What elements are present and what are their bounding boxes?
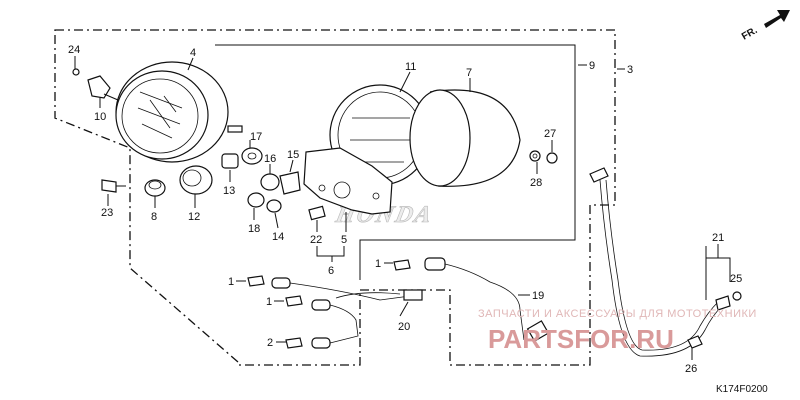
callout-21: 21 (712, 232, 724, 244)
leader-lines (74, 56, 731, 360)
nut-27 (546, 152, 558, 164)
callout-9: 9 (589, 60, 595, 72)
callout-23: 23 (101, 207, 113, 219)
grommet-8 (144, 179, 166, 197)
clip-25 (732, 291, 742, 301)
bulb-1-c (393, 259, 411, 271)
callout-25: 25 (730, 273, 742, 285)
trip-reset-knob-10 (87, 75, 119, 101)
front-direction-indicator: FR. (740, 10, 790, 43)
callout-14: 14 (272, 231, 284, 243)
wire-harness-20 (271, 277, 423, 349)
speedometer-cable-21 (589, 167, 731, 357)
nut-13 (221, 153, 239, 169)
meter-lens-7 (409, 89, 521, 187)
watermark-logo: PARTSFOR.RU (488, 324, 674, 354)
callout-5: 5 (341, 234, 347, 246)
callout-6: 6 (328, 265, 334, 277)
callout-28: 28 (530, 177, 542, 189)
assembly-boundary-3 (54, 29, 616, 366)
washer-28 (529, 150, 541, 162)
callout-8: 8 (151, 211, 157, 223)
callout-2: 2 (267, 337, 273, 349)
callout-10: 10 (94, 111, 106, 123)
indicator-harness-19 (424, 257, 550, 342)
bolt-14 (266, 199, 282, 213)
callout-16: 16 (264, 153, 276, 165)
callout-1-a: 1 (228, 276, 234, 288)
callout-4: 4 (190, 47, 196, 59)
bulb-2 (285, 337, 303, 349)
callout-15: 15 (287, 149, 299, 161)
meter-bracket-5 (303, 147, 393, 215)
bulb-1-b (285, 295, 303, 307)
callout-7: 7 (466, 67, 472, 79)
callout-1-c: 1 (375, 258, 381, 270)
callout-22: 22 (310, 234, 322, 246)
callout-3: 3 (627, 64, 633, 76)
assembly-boundary-9 (215, 44, 576, 280)
front-direction-arrow-icon (764, 10, 790, 28)
stay-15 (279, 171, 301, 195)
bolt-26 (687, 335, 703, 349)
speedometer-4 (115, 61, 243, 163)
rubber-cushion-12 (179, 165, 213, 195)
screw-24 (72, 68, 80, 76)
callout-19: 19 (532, 290, 544, 302)
callout-20: 20 (398, 321, 410, 333)
callout-12: 12 (188, 211, 200, 223)
callout-11: 11 (405, 61, 416, 73)
washer-17 (241, 147, 263, 165)
callout-labels: 24 10 4 17 16 15 23 8 12 13 18 14 22 5 6… (68, 44, 742, 375)
callout-24: 24 (68, 44, 80, 56)
bolt-18 (247, 192, 265, 208)
front-direction-label: FR. (740, 25, 760, 43)
callout-18: 18 (248, 223, 260, 235)
diagram-code: K174F0200 (716, 384, 768, 395)
bulb-1-a (247, 275, 265, 287)
callout-27: 27 (544, 128, 556, 140)
callout-26: 26 (685, 363, 697, 375)
callout-17: 17 (250, 131, 262, 143)
bolt-23 (101, 179, 126, 193)
collar-16 (260, 173, 280, 191)
watermark-tagline: ЗАПЧАСТИ И АКСЕССУАРЫ ДЛЯ МОТОТЕХНИКИ (478, 308, 757, 320)
callout-13: 13 (223, 185, 235, 197)
callout-1-b: 1 (266, 296, 272, 308)
emblem-22 (308, 205, 326, 221)
